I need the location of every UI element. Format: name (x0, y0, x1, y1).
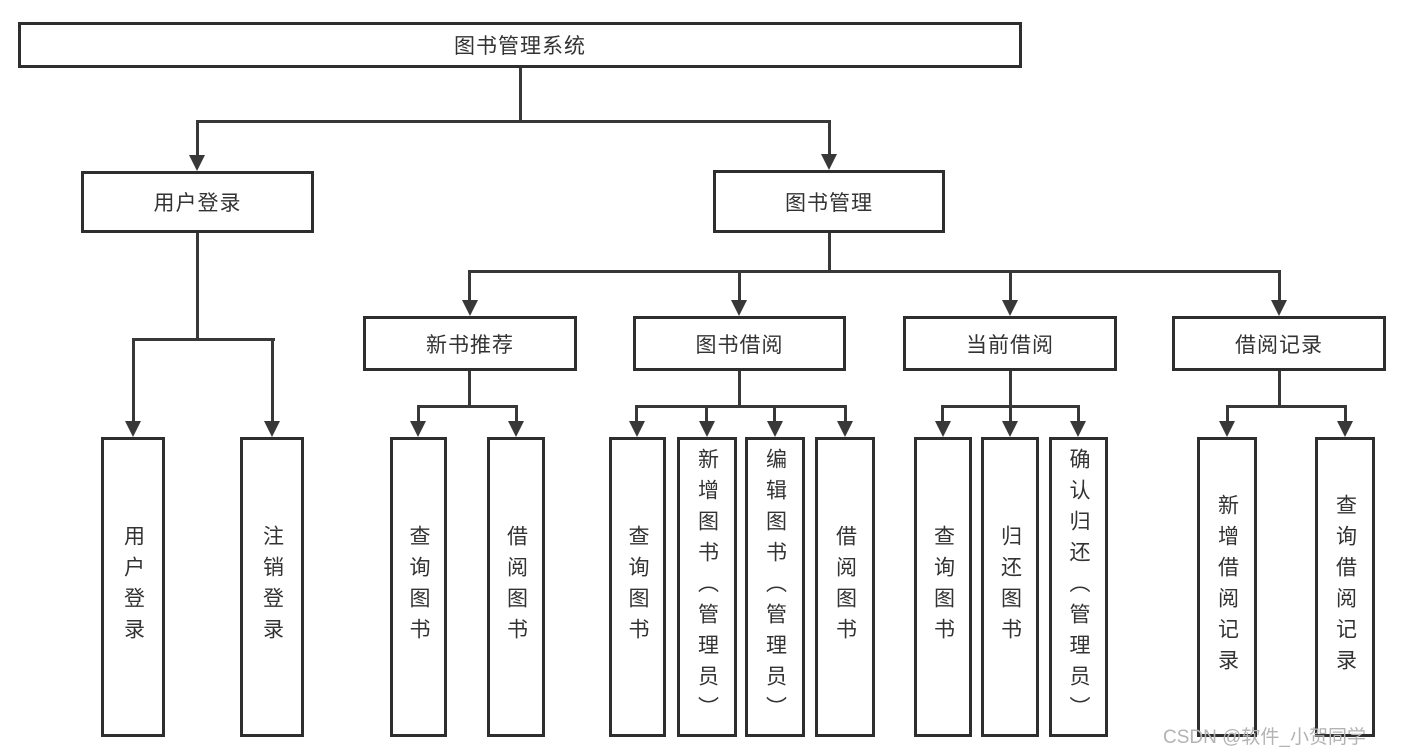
connector-line (705, 405, 708, 423)
leaf-query-books-2-label: 查询图书 (626, 525, 649, 649)
arrowhead-down-icon (837, 421, 853, 437)
node-root: 图书管理系统 (18, 22, 1022, 68)
leaf-query-books-1: 查询图书 (390, 437, 447, 737)
leaf-query-borrow-record-label: 查询借阅记录 (1333, 494, 1357, 680)
connector-line (1009, 371, 1012, 406)
leaf-user-login: 用户登录 (101, 437, 165, 737)
connector-line (519, 66, 522, 120)
leaf-add-books-admin-label: 新增图书（管理员） (695, 447, 719, 727)
leaf-add-borrow-record-label: 新增借阅记录 (1215, 494, 1239, 680)
connector-line (468, 270, 1281, 273)
connector-line (1278, 270, 1281, 302)
node-borrow-records-label: 借阅记录 (1235, 333, 1323, 357)
csdn-watermark: CSDN @软件_小贺同学 (1163, 727, 1366, 747)
node-new-book-recommend: 新书推荐 (363, 316, 577, 371)
connector-line (773, 405, 776, 423)
leaf-query-books-2: 查询图书 (609, 437, 666, 737)
connector-line (738, 371, 741, 406)
node-current-borrow-label: 当前借阅 (966, 333, 1054, 357)
arrowhead-down-icon (821, 154, 837, 170)
leaf-add-borrow-record: 新增借阅记录 (1197, 437, 1257, 737)
connector-line (1278, 371, 1281, 406)
arrowhead-down-icon (767, 421, 783, 437)
leaf-query-books-3-label: 查询图书 (931, 525, 955, 649)
leaf-query-books-3: 查询图书 (914, 437, 972, 737)
connector-line (271, 338, 274, 423)
arrowhead-down-icon (1337, 421, 1353, 437)
leaf-edit-books-admin-label: 编辑图书（管理员） (763, 447, 787, 727)
arrowhead-down-icon (264, 421, 280, 437)
leaf-return-books-label: 归还图书 (998, 525, 1022, 649)
arrowhead-down-icon (508, 421, 524, 437)
connector-line (468, 270, 471, 302)
leaf-edit-books-admin: 编辑图书（管理员） (745, 437, 805, 737)
connector-line (635, 405, 847, 408)
arrowhead-down-icon (935, 421, 951, 437)
connector-line (1077, 405, 1080, 423)
connector-line (468, 371, 471, 406)
connector-line (738, 270, 741, 302)
leaf-confirm-return-admin: 确认归还（管理员） (1049, 437, 1108, 737)
connector-line (1344, 405, 1347, 423)
leaf-borrow-books-1: 借阅图书 (487, 437, 545, 737)
arrowhead-down-icon (1271, 300, 1287, 316)
arrowhead-down-icon (462, 300, 478, 316)
node-user-login-label: 用户登录 (153, 192, 242, 215)
node-book-management-label: 图书管理 (785, 191, 873, 215)
connector-line (1226, 405, 1229, 423)
leaf-query-borrow-record: 查询借阅记录 (1315, 437, 1375, 737)
connector-line (941, 405, 944, 423)
arrowhead-down-icon (1070, 421, 1086, 437)
connector-line (828, 120, 831, 155)
leaf-logout: 注销登录 (240, 437, 304, 737)
leaf-return-books: 归还图书 (981, 437, 1039, 737)
connector-line (132, 338, 275, 341)
leaf-confirm-return-admin-label: 确认归还（管理员） (1067, 447, 1090, 727)
connector-line (196, 120, 199, 156)
arrowhead-down-icon (1002, 421, 1018, 437)
connector-line (515, 405, 518, 423)
node-current-borrow: 当前借阅 (903, 316, 1117, 371)
connector-line (196, 120, 831, 123)
leaf-user-login-label: 用户登录 (121, 525, 145, 649)
node-book-management: 图书管理 (713, 170, 945, 233)
node-user-login: 用户登录 (81, 171, 314, 233)
arrowhead-down-icon (1219, 421, 1235, 437)
leaf-borrow-books-2-label: 借阅图书 (833, 525, 857, 649)
connector-line (1009, 405, 1012, 423)
connector-line (828, 233, 831, 271)
arrowhead-down-icon (1002, 300, 1018, 316)
arrowhead-down-icon (629, 421, 645, 437)
connector-line (132, 338, 135, 423)
connector-line (1009, 270, 1012, 302)
node-book-borrow-label: 图书借阅 (695, 333, 784, 357)
arrowhead-down-icon (731, 300, 747, 316)
leaf-borrow-books-2: 借阅图书 (815, 437, 875, 737)
arrowhead-down-icon (189, 155, 205, 171)
leaf-add-books-admin: 新增图书（管理员） (677, 437, 737, 737)
connector-line (635, 405, 638, 423)
node-borrow-records: 借阅记录 (1172, 316, 1386, 371)
node-book-borrow: 图书借阅 (633, 316, 846, 371)
node-root-label: 图书管理系统 (454, 35, 586, 58)
connector-line (417, 405, 518, 408)
leaf-query-books-1-label: 查询图书 (407, 525, 430, 649)
connector-line (417, 405, 420, 423)
node-new-book-recommend-label: 新书推荐 (426, 333, 514, 357)
arrowhead-down-icon (125, 421, 141, 437)
connector-line (196, 233, 199, 339)
arrowhead-down-icon (410, 421, 426, 437)
connector-line (844, 405, 847, 423)
arrowhead-down-icon (699, 421, 715, 437)
leaf-logout-label: 注销登录 (260, 525, 284, 649)
connector-line (1226, 405, 1347, 408)
leaf-borrow-books-1-label: 借阅图书 (504, 525, 528, 649)
